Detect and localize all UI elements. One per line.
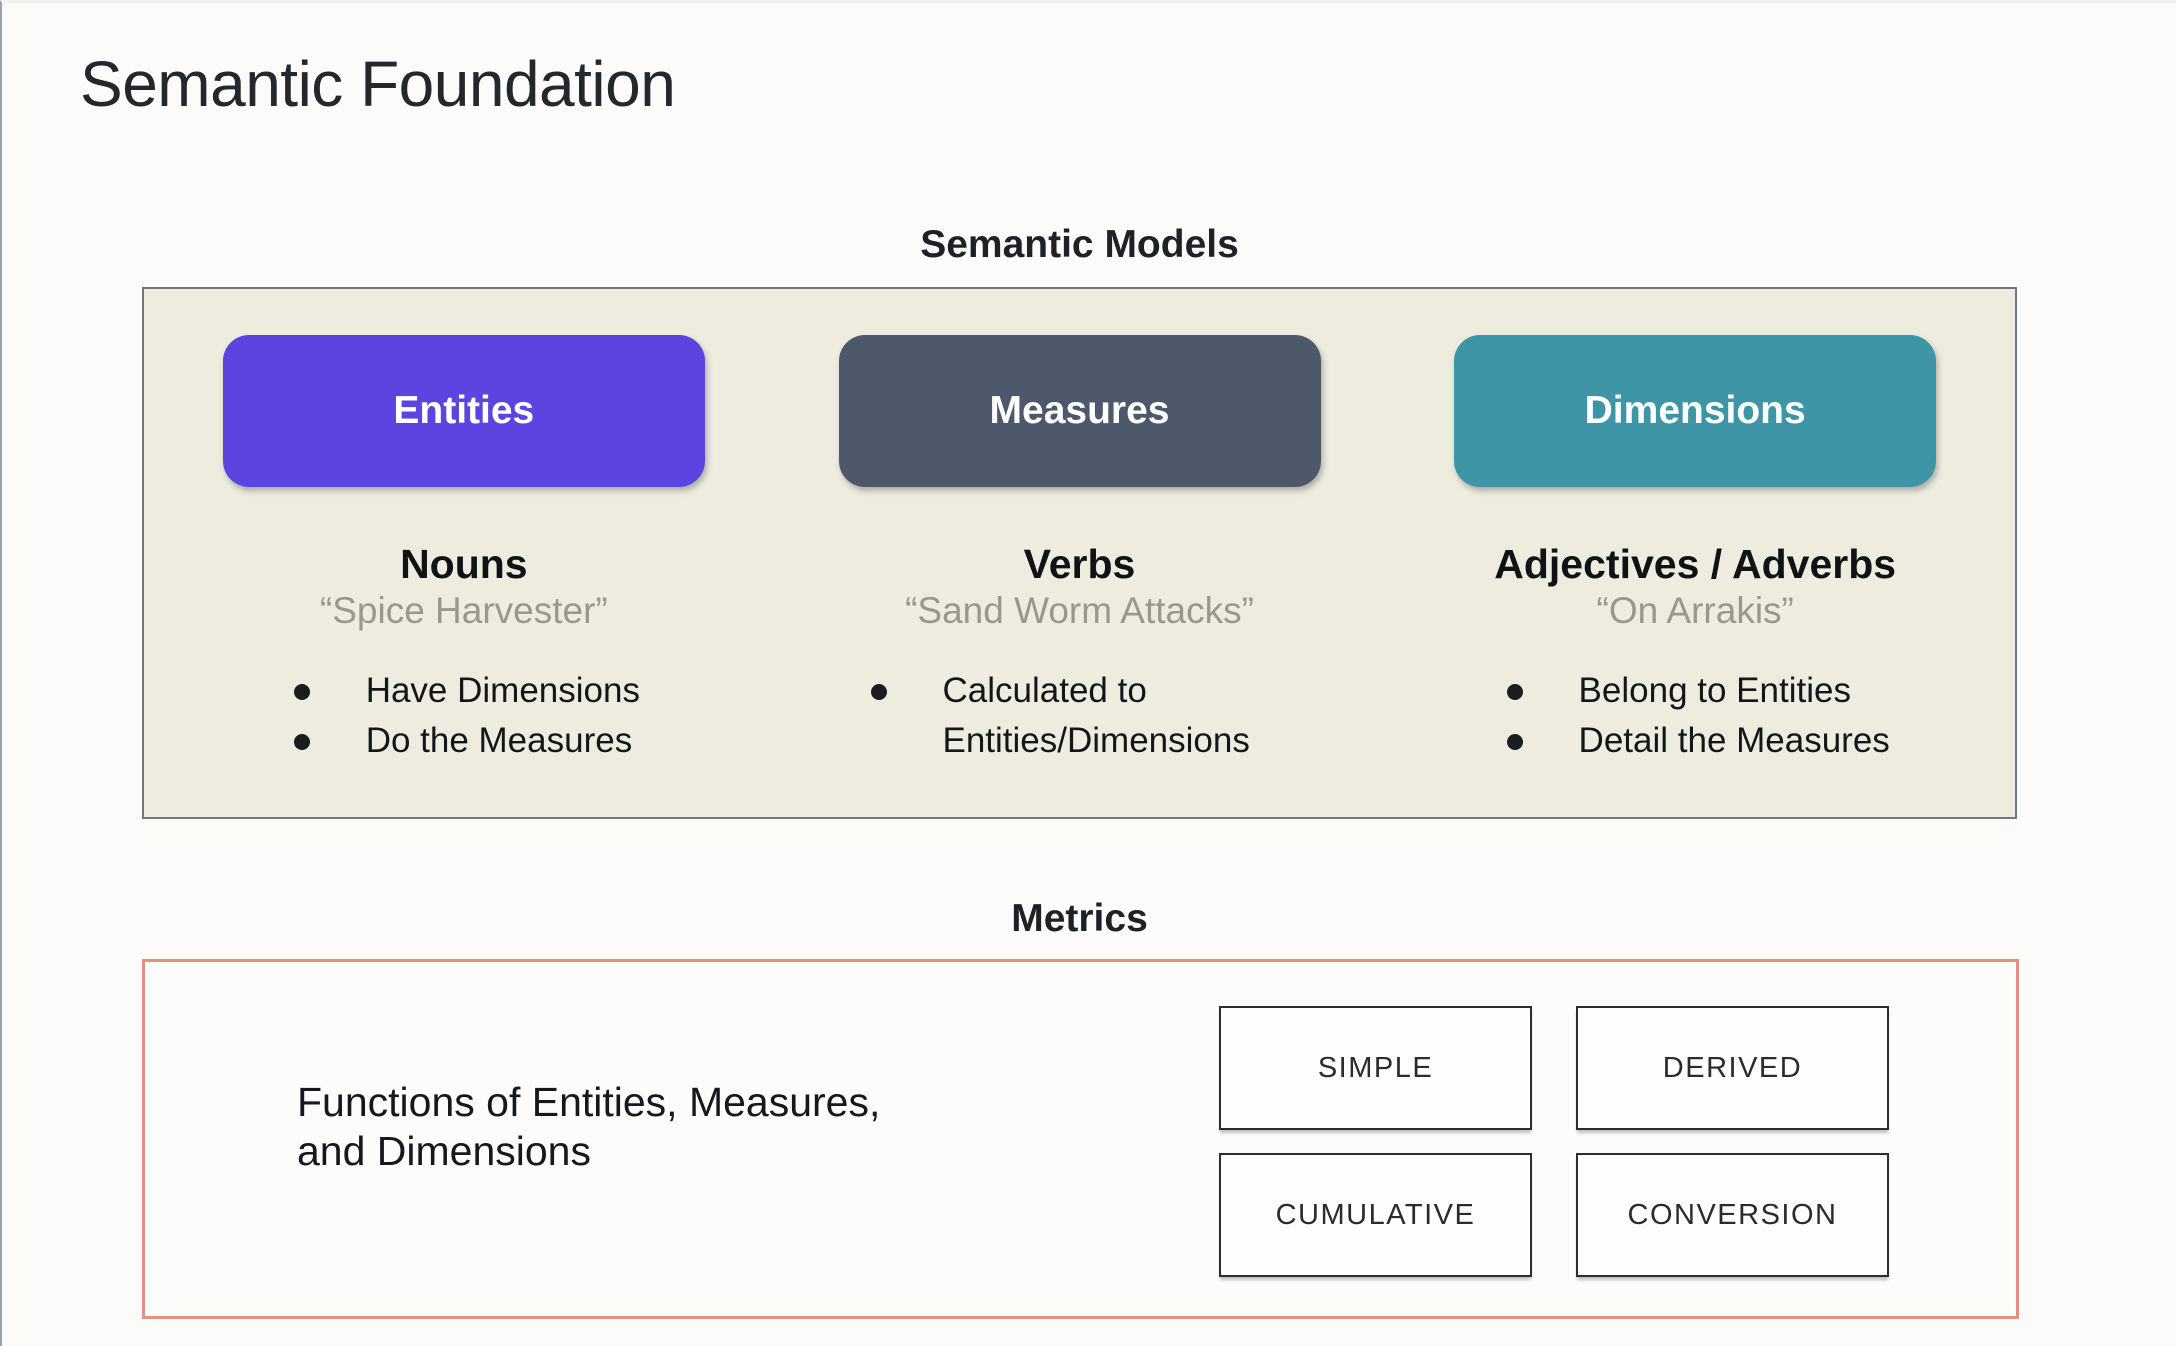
bullet-item: Have Dimensions xyxy=(288,666,640,716)
dimensions-heading: Adjectives / Adverbs xyxy=(1494,541,1897,587)
metrics-description: Functions of Entities, Measures, and Dim… xyxy=(297,1079,881,1175)
measures-heading: Verbs xyxy=(1023,541,1136,587)
measures-bullet-list: Calculated to Entities/Dimensions xyxy=(865,666,1295,765)
dimensions-example: “On Arrakis” xyxy=(1596,590,1794,631)
entities-heading: Nouns xyxy=(400,541,528,587)
metric-type-conversion: CONVERSION xyxy=(1576,1153,1889,1277)
dimensions-button: Dimensions xyxy=(1454,335,1937,487)
semantic-models-label: Semantic Models xyxy=(920,223,1239,266)
page-title: Semantic Foundation xyxy=(80,48,676,120)
measures-column: Measures Verbs “Sand Worm Attacks” Calcu… xyxy=(772,289,1388,817)
entities-example: “Spice Harvester” xyxy=(319,590,608,631)
dimensions-bullet-list: Belong to Entities Detail the Measures xyxy=(1501,666,1890,765)
metric-type-grid: SIMPLE DERIVED CUMULATIVE CONVERSION xyxy=(1219,1006,1889,1277)
entities-bullet-list: Have Dimensions Do the Measures xyxy=(288,666,640,765)
entities-column: Entities Nouns “Spice Harvester” Have Di… xyxy=(156,289,772,817)
metric-type-derived: DERIVED xyxy=(1576,1006,1889,1130)
measures-example: “Sand Worm Attacks” xyxy=(905,590,1254,631)
bullet-item: Belong to Entities xyxy=(1501,666,1890,716)
bullet-item: Calculated to Entities/Dimensions xyxy=(865,666,1295,765)
bullet-item: Do the Measures xyxy=(288,716,640,766)
dimensions-column: Dimensions Adjectives / Adverbs “On Arra… xyxy=(1387,289,2003,817)
semantic-models-panel: Entities Nouns “Spice Harvester” Have Di… xyxy=(142,287,2017,819)
metrics-label: Metrics xyxy=(1011,897,1148,940)
metrics-panel: Functions of Entities, Measures, and Dim… xyxy=(142,959,2019,1319)
measures-button: Measures xyxy=(838,335,1321,487)
bullet-item: Detail the Measures xyxy=(1501,716,1890,766)
entities-button: Entities xyxy=(222,335,705,487)
metric-type-cumulative: CUMULATIVE xyxy=(1219,1153,1532,1277)
metric-type-simple: SIMPLE xyxy=(1219,1006,1532,1130)
